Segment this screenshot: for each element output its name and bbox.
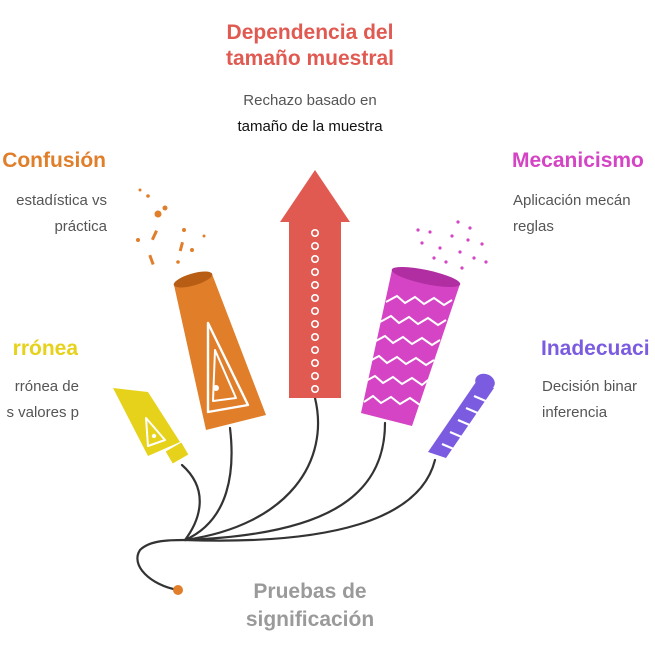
- confusion-desc-line1: estadística vs: [16, 192, 107, 209]
- magenta-rocket: [361, 267, 461, 426]
- erronea-description: rrónea de s valores p: [0, 374, 79, 426]
- confusion-description: estadística vs práctica: [0, 188, 107, 240]
- magenta-zigzags: [363, 294, 453, 406]
- orange-sparks: [136, 188, 206, 266]
- center-title: Pruebas de significación: [190, 578, 430, 634]
- confusion-title: Confusión: [2, 149, 106, 172]
- inadecuacion-title: Inadecuaci: [541, 337, 650, 360]
- fuse-red: [183, 396, 320, 542]
- fuse-magenta: [183, 421, 387, 542]
- erronea-title: rrónea: [12, 337, 78, 360]
- dependencia-title: Dependencia del tamaño muestral: [180, 20, 440, 72]
- mecanicismo-description: Aplicación mecán reglas: [513, 188, 655, 240]
- confusion-desc-line2: práctica: [54, 218, 107, 235]
- inadecuacion-description: Decisión binar inferencia: [542, 374, 655, 426]
- fuse-orange: [183, 426, 233, 542]
- dependencia-desc-line2: tamaño de la muestra: [237, 118, 383, 135]
- erronea-desc-line1: rrónea de: [14, 378, 79, 395]
- yellow-rocket: [113, 388, 189, 464]
- inadecuacion-desc-line1: Decisión binar: [542, 378, 638, 395]
- mecanicismo-desc-line1: Aplicación mecán: [513, 192, 631, 209]
- fuse-purple: [183, 458, 437, 542]
- orange-cone: [173, 271, 266, 430]
- dependencia-desc-line1: Rechazo basado en: [243, 92, 377, 109]
- dependencia-description: Rechazo basado en tamaño de la muestra: [180, 88, 440, 140]
- magenta-sparks: [416, 220, 488, 270]
- mecanicismo-title: Mecanicismo: [512, 149, 644, 172]
- mecanicismo-desc-line2: reglas: [513, 218, 554, 235]
- fuse-main: [136, 538, 187, 592]
- red-rocket-dots: [310, 229, 319, 393]
- center-title-line2: significación: [245, 608, 375, 631]
- fuse-lines: [136, 396, 437, 592]
- fuse-yellow: [180, 463, 201, 542]
- fuse-spark: [173, 585, 183, 595]
- purple-stripes: [441, 394, 489, 452]
- red-rocket: [280, 170, 350, 398]
- center-title-line1: Pruebas de: [253, 580, 367, 603]
- dependencia-title-line1: Dependencia del: [226, 21, 394, 44]
- erronea-desc-line2: s valores p: [6, 404, 79, 421]
- dependencia-title-line2: tamaño muestral: [225, 47, 395, 70]
- inadecuacion-desc-line2: inferencia: [542, 404, 608, 421]
- purple-rocket: [428, 373, 495, 458]
